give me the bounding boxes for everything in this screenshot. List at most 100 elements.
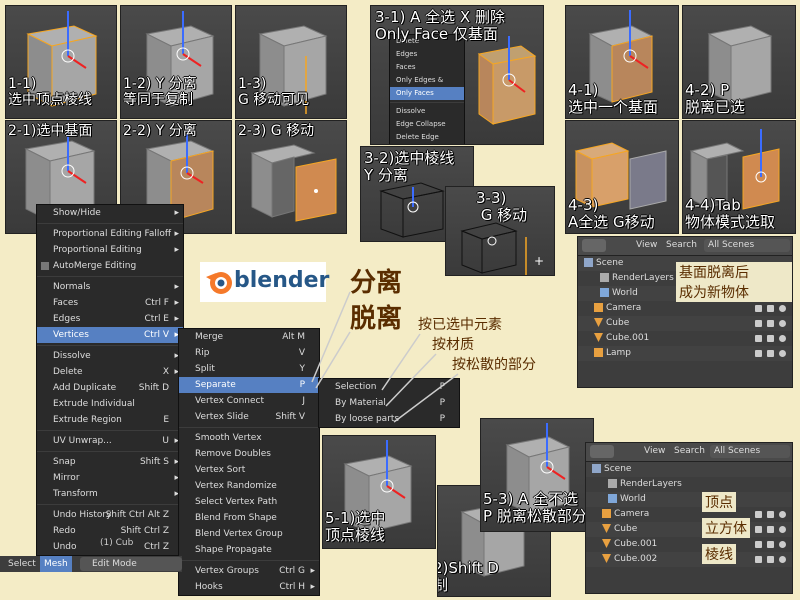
delete-menu-item-dissolve[interactable]: Dissolve — [396, 107, 426, 115]
mesh-menu-item-mirror[interactable]: Mirror▸ — [37, 470, 183, 486]
vertices-menu-item-vertex-randomize[interactable]: Vertex Randomize — [179, 478, 319, 494]
vertices-menu-item-vertex-sort[interactable]: Vertex Sort — [179, 462, 319, 478]
outliner-row-cube-001[interactable]: Cube.001 — [578, 331, 792, 346]
outliner-row-cube[interactable]: Cube — [578, 316, 792, 331]
menu-item-label: Snap — [53, 457, 76, 467]
eye-icon[interactable] — [779, 335, 786, 342]
outliner-row-cube[interactable]: Cube — [586, 522, 792, 537]
camera-render-icon[interactable] — [755, 320, 762, 327]
camera-render-icon[interactable] — [755, 541, 762, 548]
outliner2-scenes-dropdown[interactable]: All Scenes — [710, 445, 790, 458]
outliner-row-renderlayers[interactable]: RenderLayers — [586, 477, 792, 492]
outliner2-view-menu[interactable]: View — [644, 446, 666, 456]
camera-render-icon[interactable] — [755, 556, 762, 563]
cube-face-select-icon-2 — [588, 10, 654, 103]
cursor-icon[interactable] — [767, 541, 774, 548]
vertices-menu-item-smooth-vertex[interactable]: Smooth Vertex — [179, 430, 319, 446]
outliner-row-label: RenderLayers — [620, 479, 682, 489]
mesh-menu-item-dissolve[interactable]: Dissolve▸ — [37, 348, 183, 364]
checkbox-icon[interactable] — [41, 262, 49, 270]
outliner-row-lamp[interactable]: Lamp — [578, 346, 792, 361]
cube-vertex-edge-icon — [26, 11, 98, 107]
delete-menu-item-only-faces[interactable]: Only Faces — [390, 87, 464, 100]
outliner-view-menu[interactable]: View — [636, 240, 658, 250]
mesh-menu-item-proportional-editing[interactable]: Proportional Editing▸ — [37, 242, 183, 258]
eye-icon[interactable] — [779, 556, 786, 563]
camera-render-icon[interactable] — [755, 305, 762, 312]
cursor-icon[interactable] — [767, 320, 774, 327]
cursor-icon[interactable] — [767, 511, 774, 518]
outliner-scenes-dropdown[interactable]: All Scenes — [704, 239, 790, 252]
mesh-menu-button[interactable]: Mesh — [40, 556, 72, 572]
outliner-search-menu[interactable]: Search — [666, 240, 697, 250]
outliner-row-camera[interactable]: Camera — [578, 301, 792, 316]
eye-icon[interactable] — [779, 541, 786, 548]
outliner2-search-menu[interactable]: Search — [674, 446, 705, 456]
cube-face-move-icon — [250, 144, 337, 222]
camera-render-icon[interactable] — [755, 350, 762, 357]
outliner-row-cube-001[interactable]: Cube.001 — [586, 537, 792, 552]
vertices-menu-item-shape-propagate[interactable]: Shape Propagate — [179, 542, 319, 558]
delete-menu-item-delete-edge-loop[interactable]: Delete Edge Loop — [396, 133, 439, 141]
mesh-menu-item-extrude-individual[interactable]: Extrude Individual — [37, 396, 183, 412]
editor-type-icon-2[interactable] — [590, 445, 614, 458]
vertices-menu-item-select-vertex-path[interactable]: Select Vertex Path — [179, 494, 319, 510]
mesh-menu-item-uv-unwrap[interactable]: UV Unwrap...U▸ — [37, 433, 183, 449]
select-menu[interactable]: Select — [8, 559, 36, 569]
camera-render-icon[interactable] — [755, 511, 762, 518]
camera-render-icon[interactable] — [755, 335, 762, 342]
mesh-menu-item-show-hide[interactable]: Show/Hide▸ — [37, 205, 183, 221]
vertices-menu-item-blend-vertex-group[interactable]: Blend Vertex Group — [179, 526, 319, 542]
editor-type-icon[interactable] — [582, 239, 606, 252]
cursor-icon[interactable] — [767, 350, 774, 357]
delete-menu-item-delete[interactable]: Delete — [396, 37, 419, 45]
eye-icon[interactable] — [779, 320, 786, 327]
outliner-row-scene[interactable]: Scene — [586, 462, 792, 477]
delete-menu-item-edge-collapse[interactable]: Edge Collapse — [396, 120, 446, 128]
eye-icon[interactable] — [779, 526, 786, 533]
cursor-icon[interactable] — [767, 305, 774, 312]
outliner-row-renderlayers[interactable]: RenderLayers — [578, 271, 792, 286]
cursor-icon[interactable] — [767, 526, 774, 533]
outliner-row-camera[interactable]: Camera — [586, 507, 792, 522]
cursor-icon[interactable] — [767, 556, 774, 563]
cursor-icon[interactable] — [767, 335, 774, 342]
mesh-menu-item-normals[interactable]: Normals▸ — [37, 279, 183, 295]
outliner-row-cube-002[interactable]: Cube.002 — [586, 552, 792, 567]
mesh-menu-item-automerge-editing[interactable]: AutoMerge Editing — [37, 258, 183, 274]
outliner-row-world[interactable]: World — [586, 492, 792, 507]
delete-menu-item-only-edges-faces[interactable]: Only Edges & Faces — [396, 76, 444, 97]
delete-menu-item-faces[interactable]: Faces — [396, 63, 416, 71]
eye-icon[interactable] — [779, 350, 786, 357]
mesh-menu-item-transform[interactable]: Transform▸ — [37, 486, 183, 502]
mesh-menu-item-proportional-editing-falloff[interactable]: Proportional Editing Falloff▸ — [37, 226, 183, 242]
vertices-menu-item-blend-from-shape[interactable]: Blend From Shape — [179, 510, 319, 526]
delete-menu-item-edges[interactable]: Edges — [396, 50, 418, 58]
camera-render-icon[interactable] — [755, 526, 762, 533]
vertices-menu-item-remove-doubles[interactable]: Remove Doubles — [179, 446, 319, 462]
mode-dropdown[interactable]: Edit Mode — [80, 557, 182, 571]
eye-icon[interactable] — [779, 305, 786, 312]
eye-icon[interactable] — [779, 511, 786, 518]
